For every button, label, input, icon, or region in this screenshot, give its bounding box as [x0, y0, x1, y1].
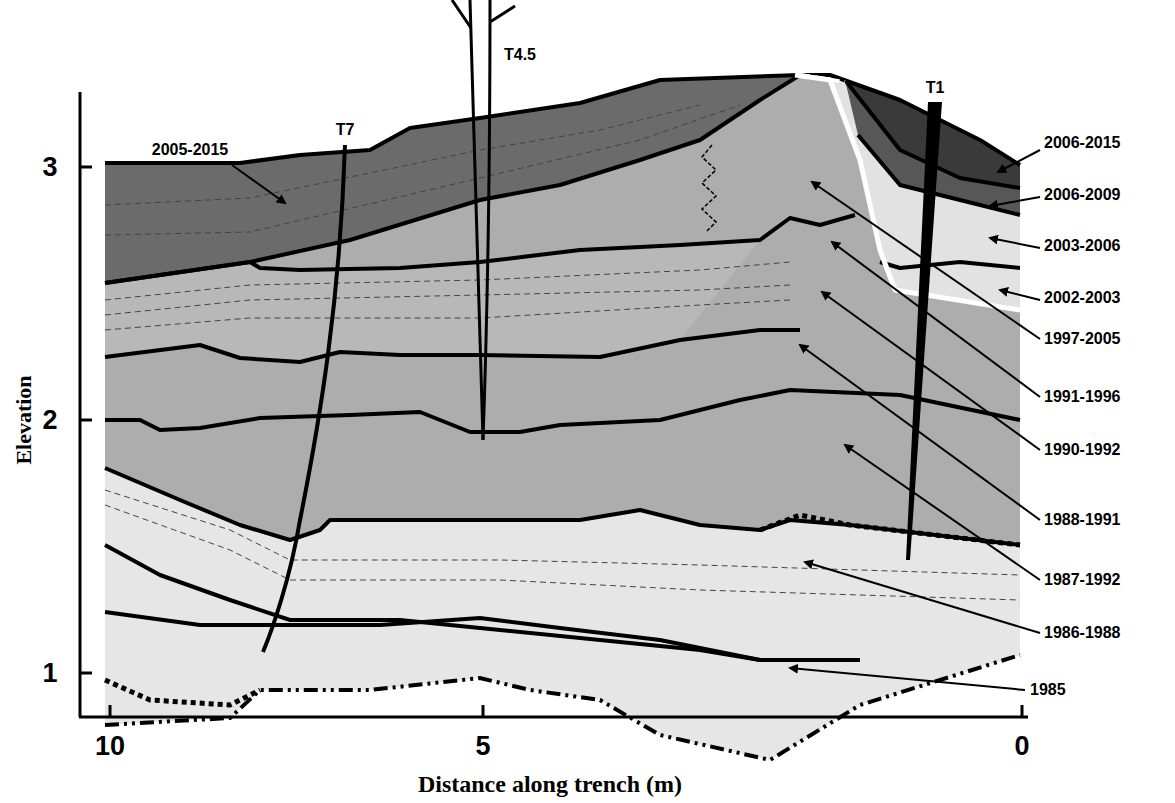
axis-tick-label: 0 — [1014, 733, 1029, 760]
layer-boundary — [105, 612, 760, 660]
layer-boundary — [105, 75, 800, 283]
leader-arrow — [990, 197, 1040, 206]
y-tick — [80, 672, 92, 675]
y-axis — [79, 92, 82, 717]
leader-arrow — [805, 562, 1040, 633]
y-tick — [80, 166, 92, 169]
base-boundary — [105, 655, 1020, 760]
layer-date-label: 1988-1991 — [1044, 512, 1121, 528]
lamina-line — [105, 285, 790, 315]
layer-date-label: 1991-1996 — [1044, 389, 1121, 405]
layer-boundary — [858, 135, 1020, 215]
tree-trunk — [263, 145, 345, 652]
x-tick — [109, 705, 112, 717]
layer-boundary — [105, 75, 1020, 165]
layer-date-label: 1990-1992 — [1044, 442, 1121, 458]
y-tick — [80, 419, 92, 422]
tree-label: T7 — [336, 122, 355, 138]
layer-boundary — [880, 262, 1020, 268]
tree-branch — [452, 0, 515, 28]
erosion-surface — [800, 75, 845, 82]
layer-date-label: 1986-1988 — [1044, 625, 1121, 641]
middle-deposit — [105, 75, 1020, 545]
leader-arrow — [232, 165, 285, 203]
layer-boundary — [105, 390, 1020, 432]
tree-label: T1 — [926, 80, 945, 96]
leader-arrow — [990, 238, 1040, 248]
layer-date-label: 2002-2003 — [1044, 290, 1121, 306]
axis-tick-label: 5 — [475, 733, 490, 760]
zigzag-contact — [702, 145, 716, 232]
layer-date-label: 2005-2015 — [152, 142, 229, 158]
leader-arrow — [822, 292, 1040, 450]
layer-date-label: 2003-2006 — [1044, 238, 1121, 254]
layer-date-label: 2006-2009 — [1044, 187, 1121, 203]
x-tick — [482, 705, 485, 717]
tree-trunk — [470, 0, 483, 440]
axis-title: Distance along trench (m) — [418, 772, 682, 796]
axis-title: Elevation — [13, 375, 35, 464]
layer-boundary — [105, 330, 800, 362]
leader-arrow — [800, 345, 1040, 520]
layer-date-label: 2006-2015 — [1044, 135, 1121, 151]
x-axis — [79, 716, 1028, 719]
axis-tick-label: 10 — [95, 733, 125, 760]
layer-boundary — [105, 468, 1020, 545]
layer-date-label: 1997-2005 — [1044, 331, 1121, 347]
lowest-deposit — [105, 75, 1020, 760]
axis-tick-label: 1 — [42, 660, 57, 687]
dotted-boundary — [760, 515, 1020, 545]
lamina-line — [105, 490, 1020, 575]
leader-arrow — [812, 182, 1040, 339]
lamina-line — [105, 300, 790, 330]
leader-arrow — [790, 668, 1025, 690]
recent-deposit — [105, 75, 800, 283]
leader-arrow — [845, 445, 1040, 580]
layer-date-label: 1985 — [1030, 682, 1066, 698]
axis-tick-label: 2 — [42, 407, 57, 434]
axis-tick-label: 3 — [42, 154, 57, 181]
leader-arrow — [998, 150, 1040, 172]
layer-boundary — [105, 545, 860, 660]
tree-trunk — [483, 0, 490, 440]
leader-arrow — [1000, 290, 1040, 300]
x-tick — [1021, 705, 1024, 717]
layer-boundary — [105, 215, 855, 283]
tree-label: T4.5 — [504, 47, 536, 63]
layer-date-label: 1987-1992 — [1044, 572, 1121, 588]
lamina-line — [105, 105, 700, 205]
dotted-boundary — [105, 680, 260, 705]
